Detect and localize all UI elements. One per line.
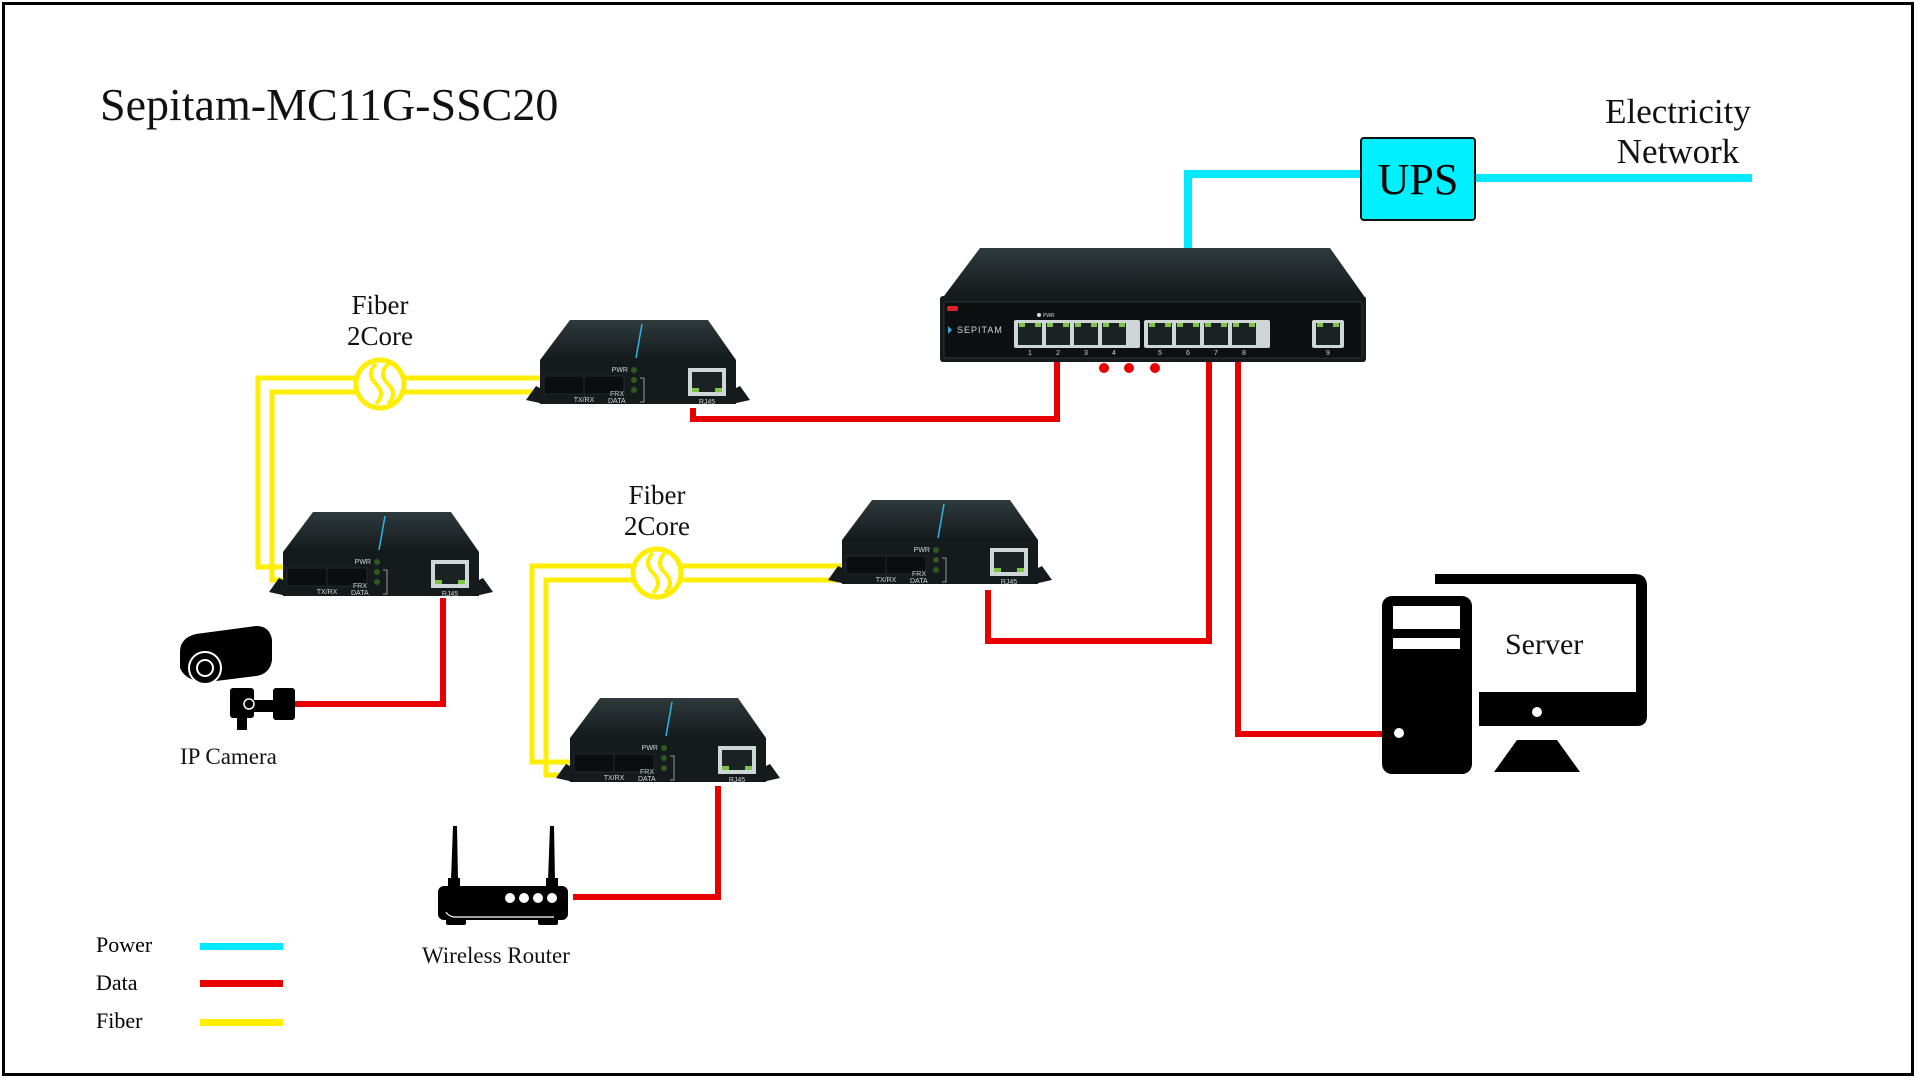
data-cable-mc-camera bbox=[290, 598, 446, 707]
mc-frx-label: FRX bbox=[353, 583, 367, 590]
mc-fiber-port-label: TX/RX bbox=[574, 397, 595, 404]
switch-port-7: 7 bbox=[1204, 323, 1228, 357]
ups-box: UPS bbox=[1360, 137, 1476, 221]
mc-data-label: DATA bbox=[608, 398, 626, 405]
switch-port-number: 3 bbox=[1084, 350, 1088, 357]
power-cable bbox=[1184, 170, 1752, 248]
fiber-label-1-line1: Fiber bbox=[351, 290, 409, 320]
mc-fiber-port-label: TX/RX bbox=[604, 775, 625, 782]
monitor-icon bbox=[1435, 574, 1647, 772]
electricity-label-line2: Network bbox=[1616, 132, 1740, 172]
electricity-label-line1: Electricity bbox=[1605, 92, 1751, 131]
switch-port-number: 1 bbox=[1028, 350, 1032, 357]
mc-data-label: DATA bbox=[351, 590, 369, 597]
ups-label: UPS bbox=[1377, 154, 1459, 204]
mc-rj45-label: RJ45 bbox=[442, 591, 458, 598]
wireless-router-icon bbox=[438, 826, 568, 925]
fiber-label-2: Fiber 2Core bbox=[607, 480, 707, 542]
data-cable-switch-mc-top bbox=[690, 362, 1060, 422]
switch-port-2: 2 bbox=[1046, 323, 1070, 357]
legend-fiber-label: Fiber bbox=[96, 1008, 143, 1033]
mc-pwr-label: PWR bbox=[355, 559, 371, 566]
server-label: Server bbox=[1505, 628, 1584, 661]
legend-fiber-swatch bbox=[200, 1019, 283, 1026]
data-cable-mc-router bbox=[573, 786, 721, 900]
switch-port-5: 5 bbox=[1148, 323, 1172, 357]
switch-port-number: 6 bbox=[1186, 350, 1190, 357]
ip-camera-label: IP Camera bbox=[180, 744, 277, 769]
data-cable-switch-mc-mid bbox=[985, 362, 1212, 644]
brand-logo-icon bbox=[948, 326, 952, 334]
switch-port-number: 9 bbox=[1326, 350, 1330, 357]
mc-pwr-label: PWR bbox=[914, 547, 930, 554]
switch-port-3: 3 bbox=[1074, 323, 1098, 357]
data-cables bbox=[290, 362, 1385, 900]
switch-brand: SEPITAM bbox=[957, 325, 1003, 335]
mc-fiber-port-label: TX/RX bbox=[317, 589, 338, 596]
switch-port-number: 8 bbox=[1242, 350, 1246, 357]
switch-port-8: 8 bbox=[1232, 323, 1256, 357]
fiber-cable-2 bbox=[529, 563, 842, 778]
switch-port-4: 4 bbox=[1102, 323, 1126, 357]
switch-port-6: 6 bbox=[1176, 323, 1200, 357]
mc-pwr-label: PWR bbox=[642, 745, 658, 752]
fiber-coil-icon-2 bbox=[630, 546, 684, 600]
switch-port-number: 4 bbox=[1112, 350, 1116, 357]
mc-frx-label: FRX bbox=[610, 391, 624, 398]
switch-port-number: 2 bbox=[1056, 350, 1060, 357]
pwr-led bbox=[1037, 313, 1041, 317]
mc-rj45-label: RJ45 bbox=[729, 777, 745, 784]
fiber-label-1: Fiber 2Core bbox=[330, 290, 430, 352]
diagram-title: Sepitam-MC11G-SSC20 bbox=[100, 79, 559, 130]
switch-ports: 1 2 3 4 5 6 7 8 9 bbox=[1014, 320, 1344, 357]
fiber-label-2-line2: 2Core bbox=[624, 511, 690, 542]
wireless-router-label: Wireless Router bbox=[422, 943, 570, 968]
switch-port-9: 9 bbox=[1316, 323, 1340, 357]
poe-badge bbox=[947, 306, 958, 311]
pwr-label: PWR bbox=[1043, 313, 1055, 319]
network-switch: SEPITAM PWR 1 2 3 4 5 6 7 8 9 bbox=[940, 248, 1366, 362]
switch-port-1: 1 bbox=[1018, 323, 1042, 357]
mc-data-label: DATA bbox=[910, 578, 928, 585]
fiber-label-2-line1: Fiber bbox=[628, 480, 686, 510]
fiber-coil-icon-1 bbox=[353, 357, 407, 411]
ip-camera-icon bbox=[180, 626, 295, 730]
more-ports-indicator bbox=[1099, 363, 1160, 373]
mc-data-label: DATA bbox=[638, 776, 656, 783]
mc-rj45-label: RJ45 bbox=[699, 399, 715, 406]
mc-pwr-label: PWR bbox=[612, 367, 628, 374]
data-cable-switch-server bbox=[1235, 362, 1385, 737]
mc-frx-label: FRX bbox=[912, 571, 926, 578]
switch-port-number: 7 bbox=[1214, 350, 1218, 357]
mc-fiber-port-label: TX/RX bbox=[876, 577, 897, 584]
legend-power-swatch bbox=[200, 943, 283, 950]
fiber-label-1-line2: 2Core bbox=[347, 321, 413, 352]
switch-port-number: 5 bbox=[1158, 350, 1162, 357]
mc-rj45-label: RJ45 bbox=[1001, 579, 1017, 586]
legend-data-label: Data bbox=[96, 970, 138, 995]
electricity-network-label: Electricity Network bbox=[1578, 92, 1778, 173]
legend-data-swatch bbox=[200, 980, 283, 987]
mc-frx-label: FRX bbox=[640, 769, 654, 776]
server-tower-icon bbox=[1382, 596, 1472, 774]
legend-power-label: Power bbox=[96, 932, 153, 957]
